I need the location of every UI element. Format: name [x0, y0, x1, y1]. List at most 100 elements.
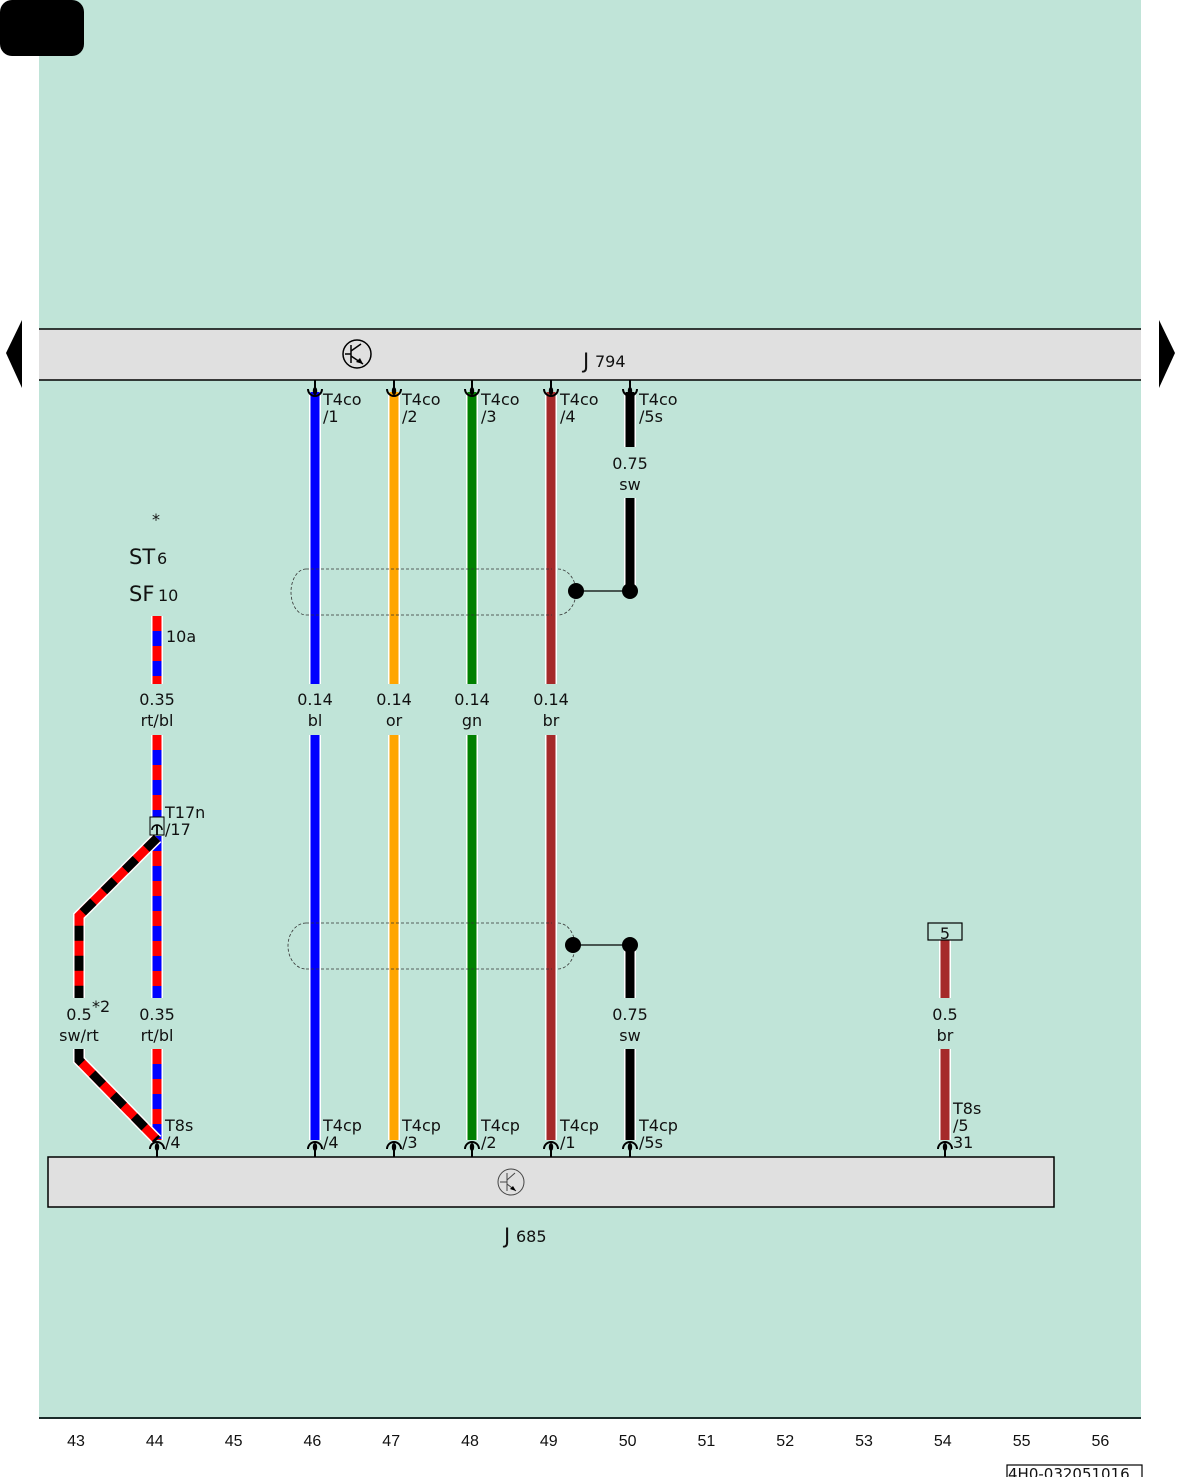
column-number: 43 [67, 1433, 85, 1450]
pin-socket-icon [622, 1141, 638, 1157]
connector-pin: /1 [560, 1133, 576, 1152]
ground-number: 5 [940, 924, 950, 943]
pin-socket-icon [386, 380, 402, 397]
wire-size: 0.75 [612, 454, 648, 473]
pin-socket-icon [149, 1141, 165, 1157]
wire-color: sw [619, 475, 640, 494]
fuse-sf10[interactable]: * ST 6 SF 10 10a [129, 510, 196, 646]
splice-dot [622, 583, 638, 599]
wire-size: 0.14 [376, 690, 412, 709]
connector-t4cp-1[interactable]: T4cp /1 [559, 1116, 599, 1152]
column-number: 52 [776, 1433, 794, 1450]
connector-t4cp-3[interactable]: T4cp /3 [401, 1116, 441, 1152]
connector-name: T4co [401, 390, 441, 409]
column-number: 53 [855, 1433, 873, 1450]
fuse-terminal: 10a [166, 627, 196, 646]
fuse-asterisk: * [152, 510, 160, 529]
wire-label-48: 0.14 gn [454, 690, 490, 730]
wire-size: 0.14 [533, 690, 569, 709]
connector-name: T4cp [480, 1116, 520, 1135]
connector-pin: /4 [165, 1133, 181, 1152]
column-number: 54 [934, 1433, 952, 1450]
wire-label-50-upper: 0.75 sw [612, 454, 648, 494]
splice-dot [565, 937, 581, 953]
connector-pin: /3 [481, 407, 497, 426]
wire-size: 0.14 [297, 690, 333, 709]
column-number: 50 [619, 1433, 637, 1450]
connector-t8s-4[interactable]: T8s /4 [164, 1116, 193, 1152]
transistor-icon [342, 339, 372, 369]
wire-stripe [74, 1049, 161, 1144]
wire-size: 0.35 [139, 690, 175, 709]
pin-socket-icon [543, 380, 559, 397]
shield-ground-upper [568, 583, 638, 599]
document-id-text: 4H0-032051016 [1008, 1465, 1130, 1477]
next-page-button[interactable] [1159, 320, 1175, 388]
connector-pin: /1 [323, 407, 339, 426]
column-number: 48 [461, 1433, 479, 1450]
wire-size: 0.35 [139, 1005, 175, 1024]
wire-label-50-lower: 0.75 sw [612, 1005, 648, 1045]
connector-t4cp-2[interactable]: T4cp /2 [480, 1116, 520, 1152]
arrow-left-icon [6, 320, 22, 388]
wire-color: rt/bl [141, 711, 174, 730]
column-number: 47 [382, 1433, 400, 1450]
connector-t4co-5s[interactable]: T4co /5s [638, 390, 678, 426]
component-id-letter: J [502, 1224, 510, 1248]
connector-pin: /17 [165, 820, 191, 839]
fuse-sub: 10 [158, 586, 178, 605]
wire-label-47: 0.14 or [376, 690, 412, 730]
connector-t8s-5[interactable]: T8s /5 31 [952, 1099, 981, 1152]
component-id-number: 794 [595, 352, 626, 371]
wire-swrt-lower[interactable] [73, 1049, 162, 1145]
ground-point-5[interactable]: 5 [927, 922, 963, 943]
pin-socket-icon [307, 380, 323, 397]
wires-layer [73, 392, 951, 1145]
wire-label-44-lower: 0.35 rt/bl [139, 1005, 175, 1045]
connector-name: T4co [559, 390, 599, 409]
connector-pin: /2 [402, 407, 418, 426]
splice-dot [568, 583, 584, 599]
connector-t4cp-4[interactable]: T4cp /4 [322, 1116, 362, 1152]
column-number: 56 [1092, 1433, 1110, 1450]
pin-socket-icon [464, 380, 480, 397]
connector-pin: /5s [639, 1133, 663, 1152]
column-number: 46 [304, 1433, 322, 1450]
terminal-number: 31 [953, 1133, 973, 1152]
connector-t4co-2[interactable]: T4co /2 [401, 390, 441, 426]
connector-t4cp-5s[interactable]: T4cp /5s [638, 1116, 678, 1152]
connector-name: T4cp [559, 1116, 599, 1135]
component-j685[interactable]: J 685 [47, 1156, 1055, 1248]
connector-name: T4co [638, 390, 678, 409]
connector-t4co-4[interactable]: T4co /4 [559, 390, 599, 426]
wire-color: br [937, 1026, 954, 1045]
shield-ground-lower [565, 937, 638, 953]
prev-page-button[interactable] [6, 320, 22, 388]
column-number: 49 [540, 1433, 558, 1450]
column-number: 55 [1013, 1433, 1031, 1450]
wire-color: rt/bl [141, 1026, 174, 1045]
connector-t4co-3[interactable]: T4co /3 [480, 390, 520, 426]
component-id-number: 685 [516, 1227, 547, 1246]
wire-size: 0.5 [932, 1005, 957, 1024]
fuse-holder-main: ST [129, 545, 155, 569]
wire-color: or [386, 711, 403, 730]
connector-name: T8s [952, 1099, 981, 1118]
connector-name: T17n [164, 803, 205, 822]
bottom-connector-pins [149, 1141, 953, 1157]
transistor-icon [497, 1168, 525, 1196]
component-id-letter: J [581, 349, 589, 373]
column-number: 45 [225, 1433, 243, 1450]
inline-connector-t17n[interactable]: T17n /17 [149, 803, 205, 839]
wire-size: 0.75 [612, 1005, 648, 1024]
connector-t4co-1[interactable]: T4co /1 [322, 390, 362, 426]
component-j794[interactable]: J 794 [39, 328, 1141, 381]
wire-color: sw [619, 1026, 640, 1045]
wire-label-54: 0.5 br [932, 1005, 957, 1045]
connector-pin: /4 [323, 1133, 339, 1152]
connector-pin: /2 [481, 1133, 497, 1152]
wire-swrt-upper[interactable] [73, 833, 162, 998]
connector-pin: /3 [402, 1133, 418, 1152]
connector-name: T4cp [638, 1116, 678, 1135]
